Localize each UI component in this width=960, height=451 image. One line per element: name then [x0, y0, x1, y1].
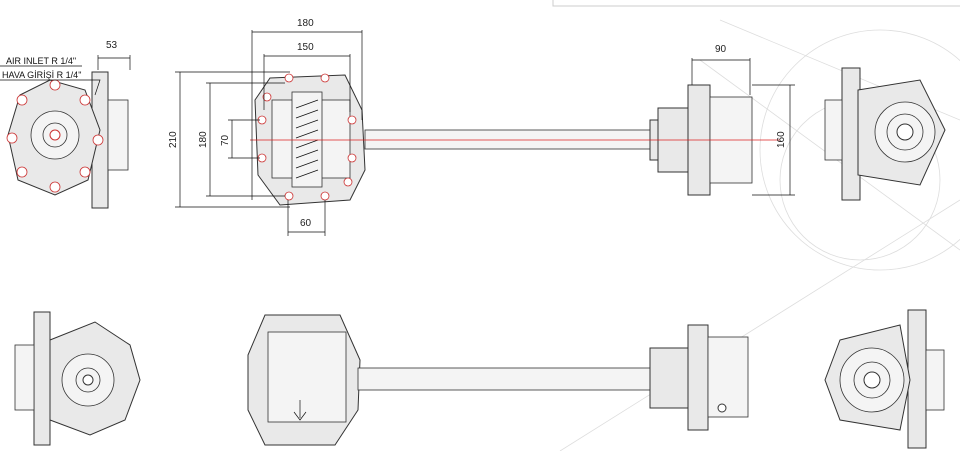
- bottom-middle-view: [247, 314, 749, 446]
- dim-plate-outer-width: 180: [297, 18, 314, 29]
- end-view-top-right: [824, 67, 946, 201]
- dim-side-width: 53: [106, 40, 118, 51]
- dim-gearbox-height: 160: [776, 131, 787, 148]
- front-view-top-left: [0, 55, 131, 209]
- dim-center-offset: 70: [220, 134, 231, 146]
- dim-bottom-hole-spacing: 60: [300, 218, 312, 229]
- air-inlet-label: AIR INLET R 1/4": [6, 56, 76, 66]
- hava-girisi-label: HAVA GİRİŞİ R 1/4": [2, 70, 81, 80]
- dim-plate-hole-height: 180: [198, 131, 209, 148]
- bottom-left-view: [14, 311, 141, 446]
- top-side-view: [175, 30, 795, 236]
- bottom-right-view: [824, 309, 945, 449]
- dim-gearbox-length: 90: [715, 44, 727, 55]
- dim-plate-hole-spacing: 150: [297, 42, 314, 53]
- dim-plate-height: 210: [168, 131, 179, 148]
